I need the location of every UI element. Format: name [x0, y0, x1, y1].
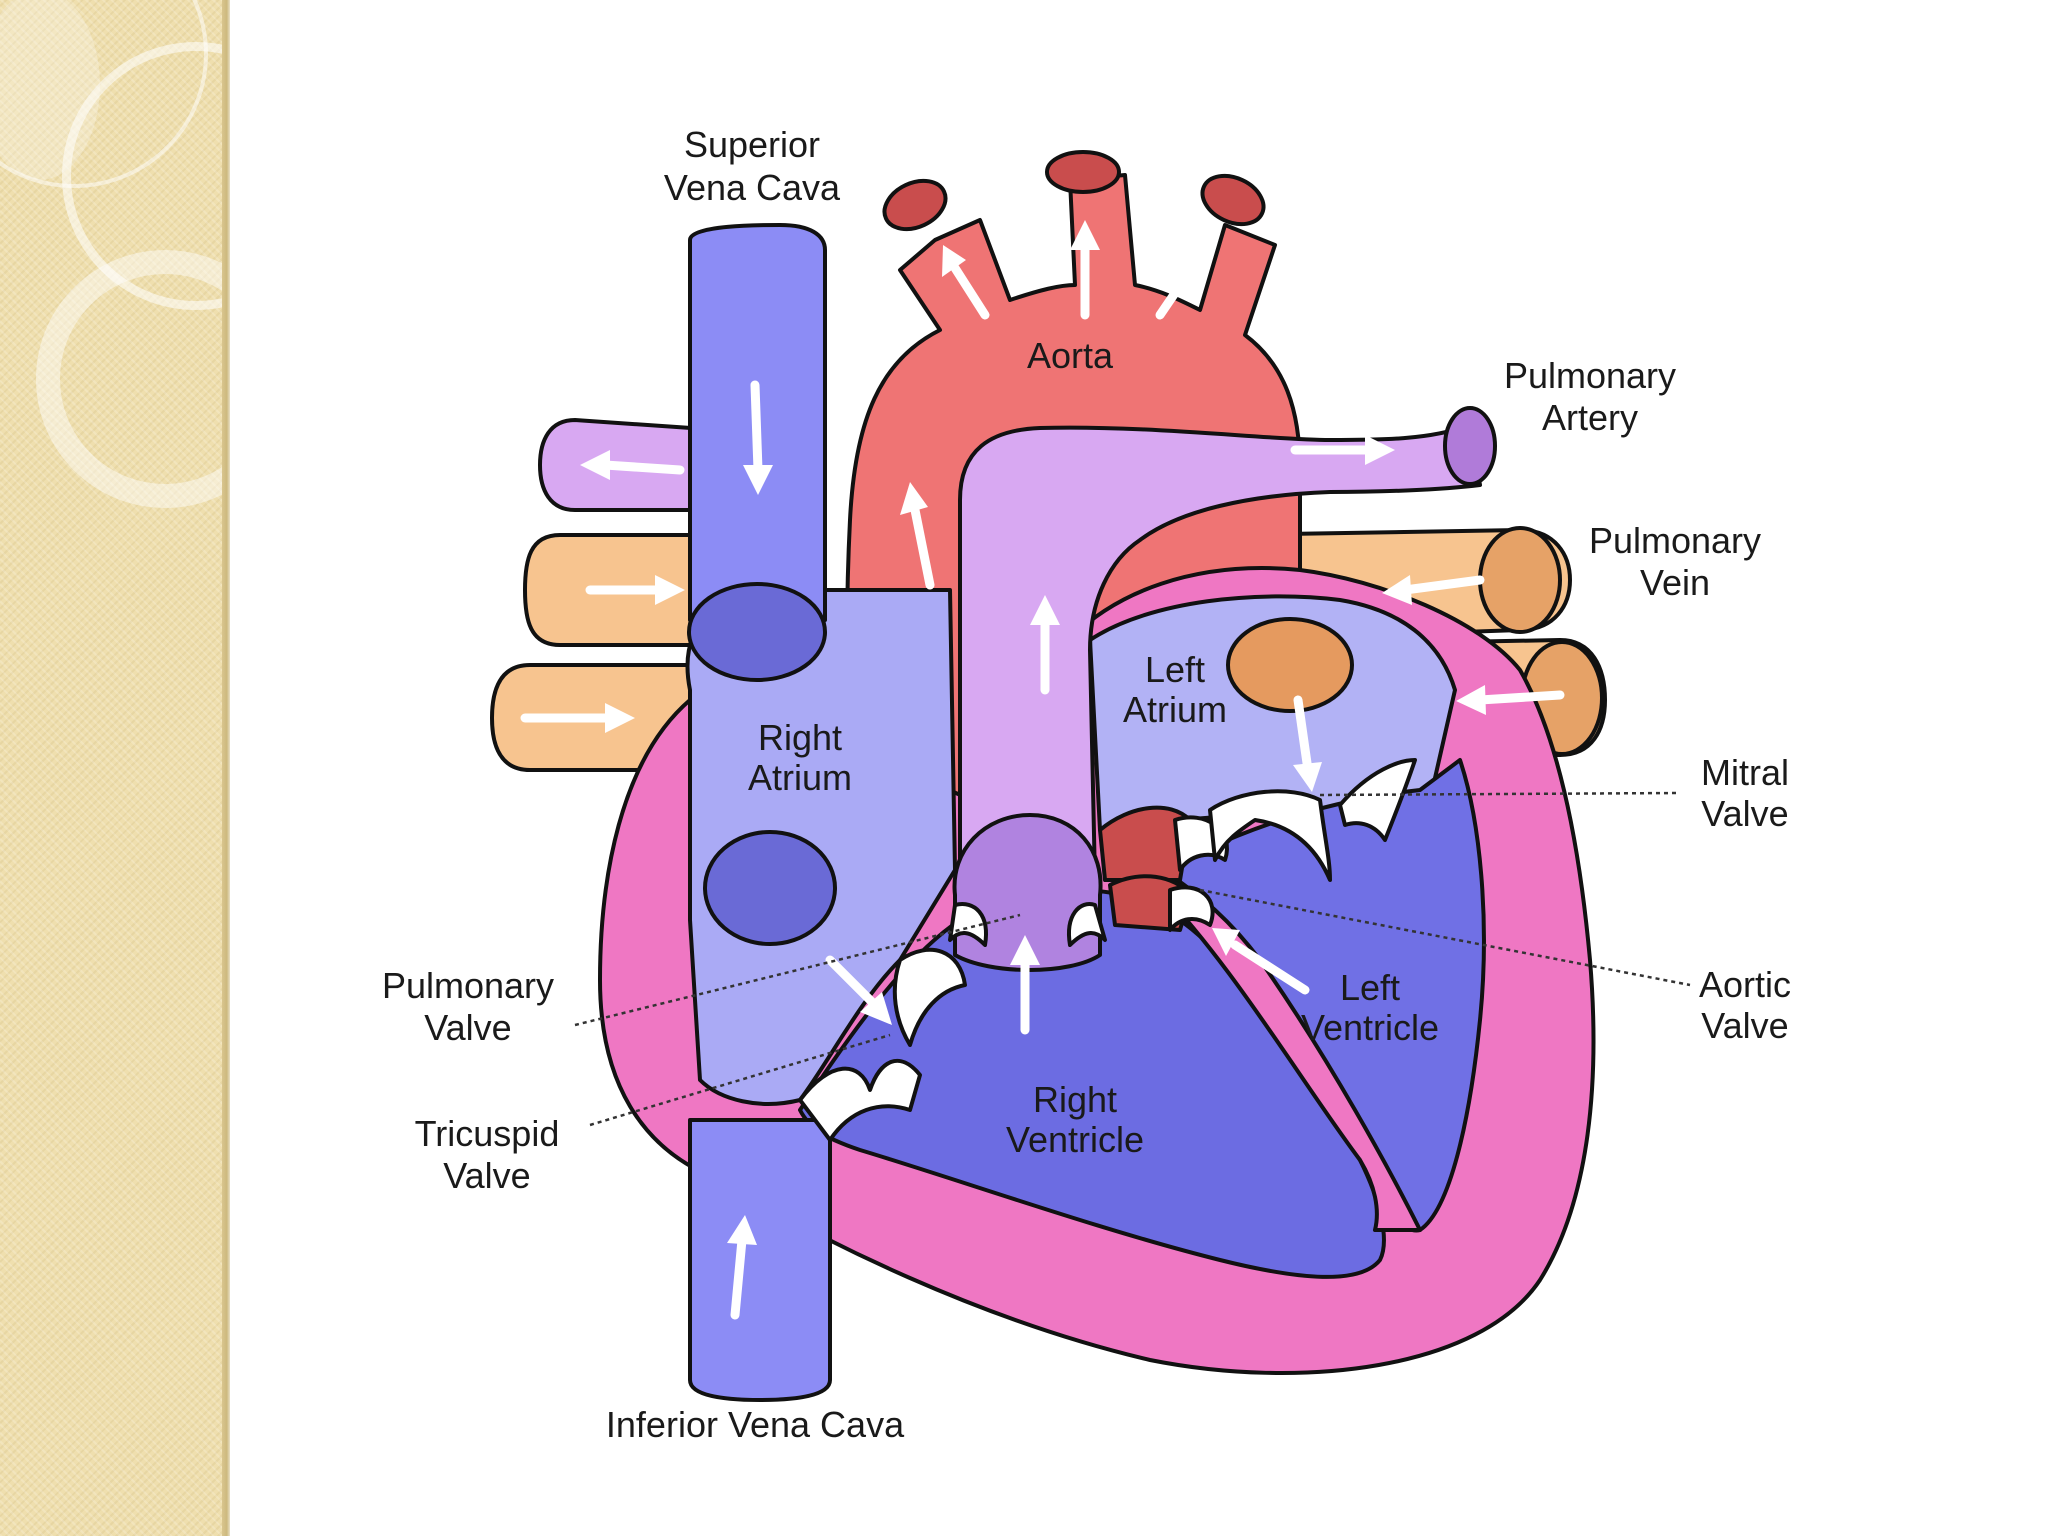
superior-vena-cava-label-line1: Superior	[684, 124, 820, 165]
arrow-icon	[1212, 928, 1310, 995]
mitral-valve-label-line2: Valve	[1701, 793, 1788, 834]
inferior-vena-cava-tube	[688, 1118, 832, 1402]
mitral-valve-leaflet	[1208, 789, 1332, 882]
pulmonary-vein-upper-opening	[1478, 526, 1562, 634]
mitral-valve-leaflet	[1338, 758, 1417, 842]
mitral-valve-label-line1: Mitral	[1701, 752, 1789, 793]
pulmonary-valve-dome	[952, 813, 1103, 972]
aortic-valve-label-line1: Aortic	[1699, 964, 1791, 1005]
pulmonary-artery-opening	[1443, 406, 1497, 486]
valve-shapes	[798, 758, 1417, 1142]
aorta-branch-opening	[1200, 173, 1266, 227]
tricuspid-valve-label-line1: Tricuspid	[415, 1113, 560, 1154]
pulmonary-vein-label-line1: Pulmonary	[1589, 520, 1761, 561]
aorta-branch-opening	[1045, 150, 1121, 194]
left-atrium-chamber	[1088, 594, 1457, 832]
interventricular-septum	[1148, 873, 1422, 1232]
left-atrium-label-line1: Left	[1145, 649, 1205, 690]
decorative-ring	[0, 0, 100, 180]
arrow-icon	[520, 703, 635, 733]
aorta-label: Aorta	[1027, 335, 1114, 376]
arrow-icon	[825, 955, 892, 1025]
pulmonary-artery-shape	[958, 406, 1497, 902]
arrow-icon	[1155, 245, 1210, 320]
arrow-icon	[1290, 435, 1395, 465]
pulmonary-artery-label-line1: Pulmonary	[1504, 355, 1676, 396]
superior-vena-cava-opening	[687, 582, 827, 682]
right-ventricle-label-line1: Right	[1033, 1079, 1117, 1120]
pulmonary-valve-label-line1: Pulmonary	[382, 965, 554, 1006]
pulmonary-vein-inlet	[1226, 617, 1354, 713]
left-ventricle-label-line2: Ventricle	[1301, 1007, 1439, 1048]
aortic-valve-label-line2: Valve	[1701, 1005, 1788, 1046]
pulmonary-vein-label-line2: Vein	[1640, 562, 1710, 603]
superior-vena-cava-label-line2: Vena Cava	[664, 167, 841, 208]
arrow-icon	[1382, 575, 1485, 605]
pulmonary-valve-leaflet	[1067, 902, 1107, 947]
inferior-vena-cava-inlet	[703, 830, 837, 946]
pulmonary-valve-leaflet	[948, 902, 988, 947]
inferior-vena-cava-label: Inferior Vena Cava	[606, 1404, 905, 1445]
arrow-icon	[727, 1215, 757, 1320]
right-atrium-label-line1: Right	[758, 717, 842, 758]
diagram-labels: Superior Vena Cava Aorta Pulmonary Arter…	[382, 124, 1791, 1445]
aortic-valve-leaflet	[1168, 885, 1215, 932]
slide-sidebar	[0, 0, 228, 1536]
tricuspid-valve-leaflet	[892, 947, 967, 1047]
arrow-icon	[1293, 695, 1322, 792]
aorta-branch-opening	[882, 178, 948, 232]
right-atrium-label-line2: Atrium	[748, 757, 852, 798]
arrow-icon	[585, 575, 685, 605]
vena-cava-shapes	[687, 223, 837, 1402]
pulmonary-artery-label-line2: Artery	[1542, 397, 1638, 438]
tricuspid-valve-label-line2: Valve	[443, 1155, 530, 1196]
arrow-icon	[743, 380, 773, 495]
arrow-icon	[580, 450, 685, 480]
arrow-icon	[900, 482, 935, 590]
left-ventricle-label-line1: Left	[1340, 967, 1400, 1008]
arrow-icon	[1010, 935, 1040, 1035]
leader-lines	[574, 791, 1691, 1127]
tricuspid-valve-leaflet	[798, 1058, 922, 1142]
aortic-valve-leader	[1199, 888, 1691, 987]
arrow-icon	[1456, 685, 1565, 715]
flow-arrows	[520, 220, 1565, 1320]
arrow-icon	[1030, 595, 1060, 695]
left-atrium-label-line2: Atrium	[1123, 689, 1227, 730]
arrow-icon	[1070, 220, 1100, 320]
right-ventricle-label-line2: Ventricle	[1006, 1119, 1144, 1160]
pulmonary-valve-label-line2: Valve	[424, 1007, 511, 1048]
sidebar-edge	[222, 0, 230, 1536]
arrow-icon	[942, 245, 990, 320]
